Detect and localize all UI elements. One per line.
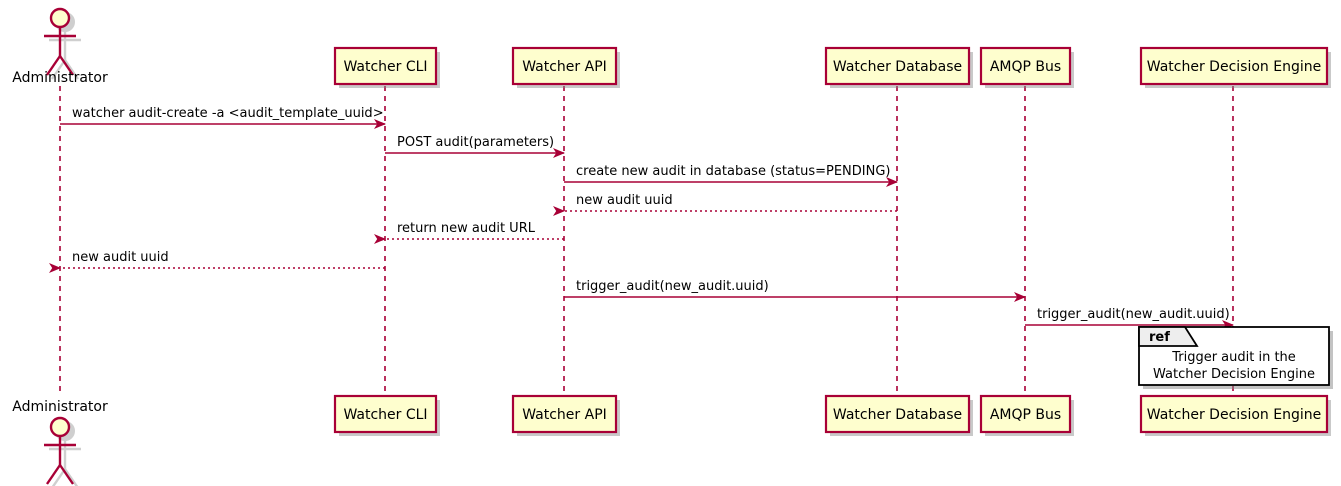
- participant-label: Watcher Database: [833, 407, 962, 423]
- actor-leg-left: [46, 55, 61, 76]
- ref-text-line-1: Watcher Decision Engine: [1153, 367, 1315, 382]
- participant-label: Watcher CLI: [343, 59, 427, 75]
- actor-head: [49, 7, 71, 29]
- participant-watcher-database-top[interactable]: Watcher Database: [824, 46, 973, 88]
- participant-watcher-decision-engine-top[interactable]: Watcher Decision Engine: [1139, 46, 1331, 88]
- participant-box[interactable]: [979, 46, 1072, 86]
- message-label: trigger_audit(new_audit.uuid): [1037, 307, 1230, 322]
- participant-amqp-bus-bottom[interactable]: AMQP Bus: [979, 394, 1074, 436]
- participant-box[interactable]: [333, 394, 438, 434]
- message-msg-7: trigger_audit(new_audit.uuid): [564, 279, 1026, 302]
- message-label: new audit uuid: [576, 193, 673, 208]
- message-label: return new audit URL: [397, 221, 536, 236]
- participant-watcher-cli-top[interactable]: Watcher CLI: [333, 46, 440, 88]
- message-label: new audit uuid: [72, 250, 169, 265]
- participant-box[interactable]: [1139, 46, 1329, 86]
- participant-watcher-cli-bottom[interactable]: Watcher CLI: [333, 394, 440, 436]
- participant-box[interactable]: [824, 46, 971, 86]
- participant-label: Watcher Decision Engine: [1147, 407, 1321, 423]
- participant-label: Watcher API: [522, 407, 607, 423]
- actor-leg-right: [59, 464, 74, 485]
- message-msg-4: new audit uuid: [553, 193, 897, 216]
- participant-box[interactable]: [824, 394, 971, 434]
- actor-leg-left: [46, 464, 61, 485]
- actor-administrator-top[interactable]: Administrator: [12, 7, 108, 86]
- participant-label: AMQP Bus: [990, 407, 1061, 423]
- actor-label: Administrator: [12, 399, 108, 415]
- participant-box[interactable]: [979, 394, 1072, 434]
- participant-watcher-decision-engine-bottom[interactable]: Watcher Decision Engine: [1139, 394, 1331, 436]
- message-label: create new audit in database (status=PEN…: [576, 164, 891, 179]
- actor-label: Administrator: [12, 70, 108, 86]
- message-msg-2: POST audit(parameters): [385, 135, 565, 158]
- message-msg-5: return new audit URL: [374, 221, 564, 244]
- actor-head: [49, 416, 71, 438]
- participants-top-layer: Administrator Watcher CLI Watcher API Watch…: [12, 7, 1331, 88]
- lifelines-layer: [59, 86, 1234, 396]
- participant-amqp-bus-top[interactable]: AMQP Bus: [979, 46, 1074, 88]
- participant-label: Watcher CLI: [343, 407, 427, 423]
- participant-box[interactable]: [511, 394, 618, 434]
- message-msg-1: watcher audit-create -a <audit_template_…: [60, 106, 386, 129]
- messages-layer: watcher audit-create -a <audit_template_…: [49, 106, 1234, 330]
- participant-label: Watcher API: [522, 59, 607, 75]
- participant-watcher-api-bottom[interactable]: Watcher API: [511, 394, 620, 436]
- participant-label: Watcher Decision Engine: [1147, 59, 1321, 75]
- actor-leg-right: [59, 55, 74, 76]
- participant-label: Watcher Database: [833, 59, 962, 75]
- message-label: watcher audit-create -a <audit_template_…: [72, 106, 384, 121]
- participant-box[interactable]: [1139, 394, 1329, 434]
- participant-box[interactable]: [333, 46, 438, 86]
- message-msg-6: new audit uuid: [49, 250, 385, 273]
- message-label: trigger_audit(new_audit.uuid): [576, 279, 769, 294]
- participant-label: AMQP Bus: [990, 59, 1061, 75]
- participant-watcher-api-top[interactable]: Watcher API: [511, 46, 620, 88]
- participant-watcher-database-bottom[interactable]: Watcher Database: [824, 394, 973, 436]
- message-msg-8: trigger_audit(new_audit.uuid): [1025, 307, 1234, 330]
- actor-administrator-bottom[interactable]: Administrator: [12, 399, 108, 486]
- participant-box[interactable]: [511, 46, 618, 86]
- ref-tab: [1138, 326, 1199, 347]
- ref-tab-label: ref: [1149, 330, 1170, 345]
- ref-text-line-0: Trigger audit in the: [1171, 350, 1296, 365]
- message-label: POST audit(parameters): [397, 135, 554, 150]
- message-msg-3: create new audit in database (status=PEN…: [564, 164, 898, 187]
